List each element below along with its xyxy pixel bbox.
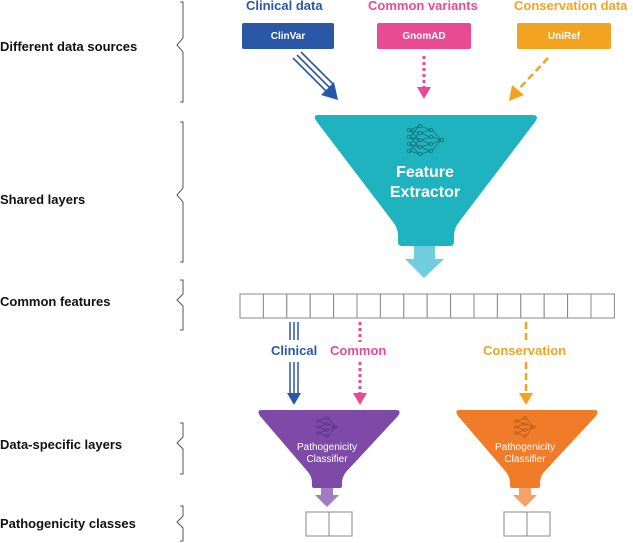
arrow-clinical-branch — [287, 322, 301, 405]
classifier-2-line1: Pathogenicity — [494, 442, 556, 453]
common-features-row — [239, 293, 615, 319]
label-shared-layers: Shared layers — [0, 192, 86, 207]
source-title-clinical: Clinical data — [246, 0, 323, 13]
classifier-network-icon-2 — [514, 416, 536, 438]
class-cells-2 — [503, 511, 551, 537]
feature-extractor-funnel — [314, 115, 537, 246]
branch-label-conservation: Conservation — [483, 343, 567, 358]
arrow-clinvar — [292, 51, 338, 100]
classifier-label-1: Pathogenicity Classifier — [277, 442, 377, 466]
arrow-extractor-down — [405, 246, 444, 278]
classifier-funnel-conservation — [456, 410, 598, 488]
neural-network-icon — [406, 124, 444, 156]
classifier-2-line2: Classifier — [504, 454, 546, 465]
arrow-classifier2-out — [513, 488, 537, 507]
feature-extractor-label: Feature Extractor — [350, 163, 500, 203]
classifier-funnel-clinical — [258, 410, 400, 488]
branch-label-common: Common — [330, 343, 387, 358]
bracket-shared — [176, 121, 184, 263]
source-box-gnomad: GnomAD — [377, 23, 471, 49]
label-pathogenicity-classes: Pathogenicity classes — [0, 516, 136, 531]
label-different-data-sources: Different data sources — [0, 39, 138, 54]
classifier-1-line1: Pathogenicity — [296, 442, 358, 453]
source-title-common: Common variants — [368, 0, 478, 13]
source-box-clinvar: ClinVar — [242, 23, 334, 49]
feature-extractor-line1: Feature — [396, 164, 454, 181]
source-box-uniref: UniRef — [517, 23, 611, 49]
arrow-classifier1-out — [315, 488, 339, 507]
feature-extractor-line2: Extractor — [389, 184, 461, 201]
bracket-common-features — [176, 279, 184, 331]
source-title-conservation: Conservation data — [514, 0, 628, 13]
arrow-gnomad — [417, 56, 431, 99]
branch-label-clinical: Clinical — [271, 343, 318, 358]
classifier-network-icon-1 — [316, 416, 338, 438]
bracket-classes — [176, 505, 184, 542]
bracket-data-specific — [176, 422, 184, 475]
label-data-specific-layers: Data-specific layers — [0, 437, 123, 452]
classifier-1-line2: Classifier — [306, 454, 348, 465]
classifier-label-2: Pathogenicity Classifier — [475, 442, 575, 466]
bracket-sources — [176, 1, 184, 103]
label-common-features: Common features — [0, 294, 111, 309]
arrow-uniref — [509, 57, 549, 101]
class-cells-1 — [305, 511, 353, 537]
arrow-conservation-branch — [519, 322, 533, 405]
arrow-common-branch — [353, 322, 367, 405]
